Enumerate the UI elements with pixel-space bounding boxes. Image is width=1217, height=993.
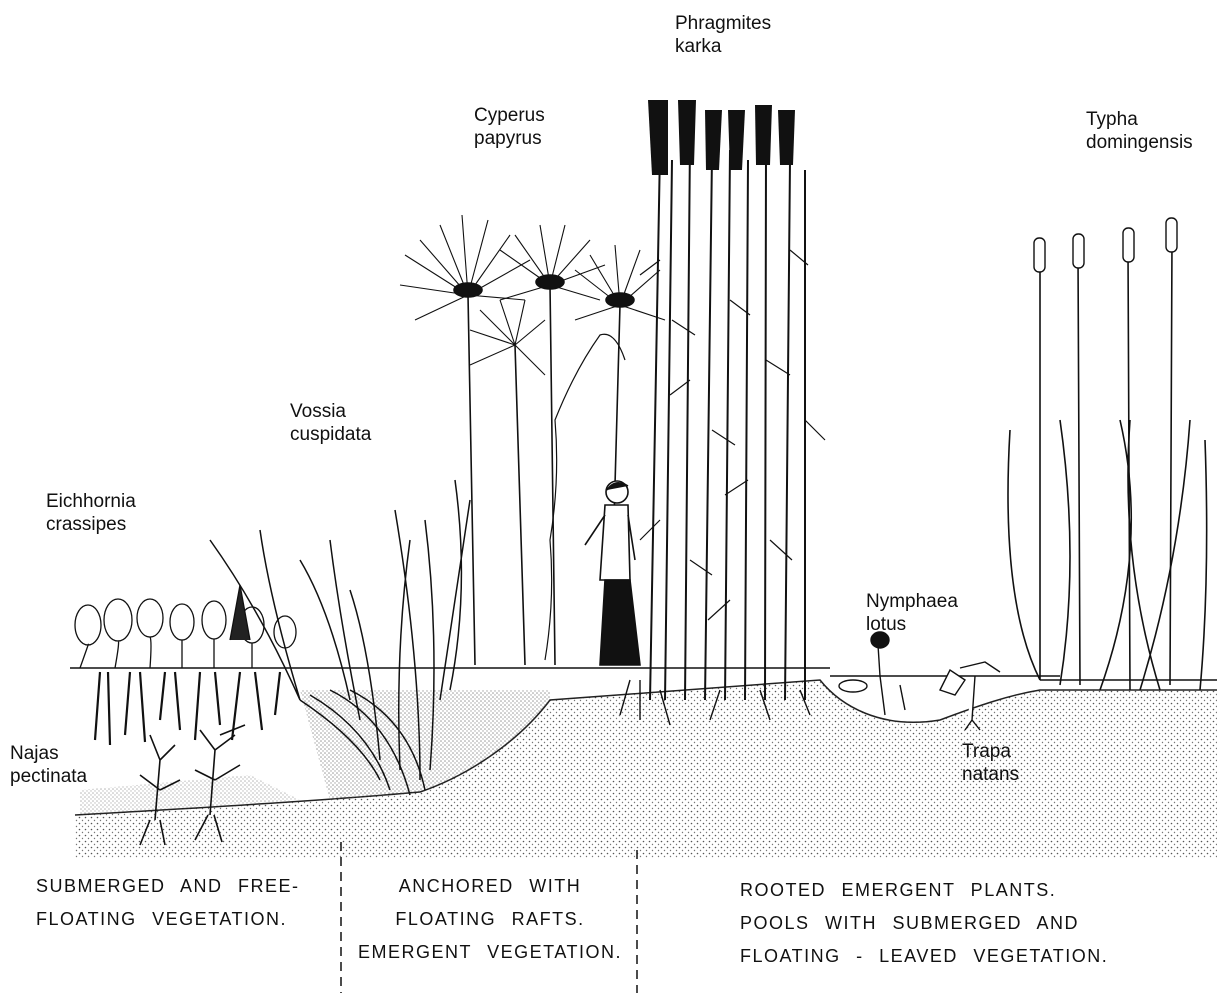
zone-submerged-free-floating: SUBMERGED AND FREE- FLOATING VEGETATION. (36, 870, 300, 936)
label-eichhornia-species: crassipes (46, 513, 136, 536)
zone-anchored-floating-rafts: ANCHORED WITH FLOATING RAFTS. EMERGENT V… (344, 870, 636, 969)
label-eichhornia: Eichhornia crassipes (46, 490, 136, 536)
label-phragmites-genus: Phragmites (675, 12, 771, 35)
eichhornia-plants (75, 585, 296, 668)
sediment-profile (75, 680, 1217, 858)
label-typha-species: domingensis (1086, 131, 1193, 154)
label-typha: Typha domingensis (1086, 108, 1193, 154)
phragmites-plants (640, 100, 825, 700)
zone-middle-line-3: EMERGENT VEGETATION. (344, 936, 636, 969)
zone-middle-line-1: ANCHORED WITH (344, 870, 636, 903)
label-najas: Najas pectinata (10, 742, 87, 788)
zone-rooted-emergent: ROOTED EMERGENT PLANTS. POOLS WITH SUBME… (740, 874, 1108, 973)
zone-right-line-2: POOLS WITH SUBMERGED AND (740, 907, 1108, 940)
human-figure (585, 481, 640, 665)
label-phragmites: Phragmites karka (675, 12, 771, 58)
eichhornia-roots (95, 672, 280, 745)
zone-right-line-1: ROOTED EMERGENT PLANTS. (740, 874, 1108, 907)
label-cyperus-species: papyrus (474, 127, 545, 150)
zone-left-line-2: FLOATING VEGETATION. (36, 903, 300, 936)
label-phragmites-species: karka (675, 35, 771, 58)
label-nymphaea: Nymphaea lotus (866, 590, 958, 636)
zone-middle-line-2: FLOATING RAFTS. (344, 903, 636, 936)
label-trapa: Trapa natans (962, 740, 1019, 786)
label-typha-genus: Typha (1086, 108, 1193, 131)
label-trapa-genus: Trapa (962, 740, 1019, 763)
water-surface (70, 668, 1217, 680)
nymphaea-plants (839, 632, 905, 715)
label-vossia-genus: Vossia (290, 400, 371, 423)
label-najas-species: pectinata (10, 765, 87, 788)
label-cyperus: Cyperus papyrus (474, 104, 545, 150)
zone-left-line-1: SUBMERGED AND FREE- (36, 870, 300, 903)
typha-plants (1008, 218, 1207, 690)
label-eichhornia-genus: Eichhornia (46, 490, 136, 513)
label-nymphaea-species: lotus (866, 613, 958, 636)
zone-right-line-3: FLOATING - LEAVED VEGETATION. (740, 940, 1108, 973)
label-cyperus-genus: Cyperus (474, 104, 545, 127)
label-trapa-species: natans (962, 763, 1019, 786)
label-vossia-species: cuspidata (290, 423, 371, 446)
label-najas-genus: Najas (10, 742, 87, 765)
label-nymphaea-genus: Nymphaea (866, 590, 958, 613)
label-vossia: Vossia cuspidata (290, 400, 371, 446)
